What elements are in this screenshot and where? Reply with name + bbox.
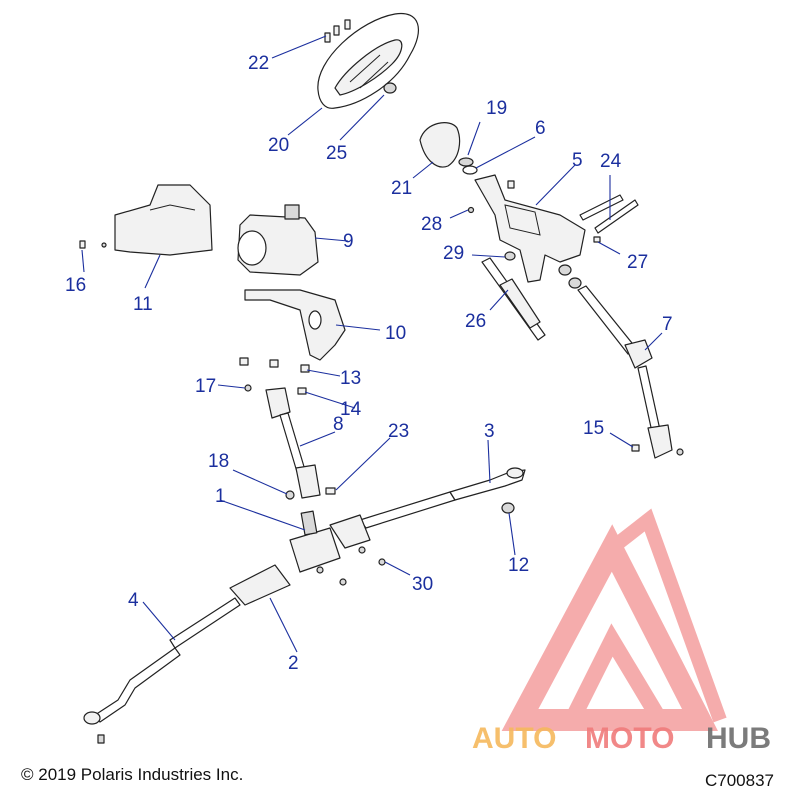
callout-15: 15 xyxy=(583,418,604,439)
callouts: 1 2 3 4 5 6 7 8 9 10 11 12 13 14 15 16 1… xyxy=(65,53,673,674)
callout-11: 11 xyxy=(133,294,153,315)
nut-18 xyxy=(285,490,295,500)
callout-7: 7 xyxy=(662,314,673,335)
callout-27: 27 xyxy=(627,252,648,273)
callout-8: 8 xyxy=(333,414,344,435)
nut-17 xyxy=(244,384,252,392)
callout-4: 4 xyxy=(128,590,139,611)
bolt-14 xyxy=(297,387,307,395)
bolt-15 xyxy=(631,444,640,452)
nut-12 xyxy=(501,502,515,514)
watermark-moto: MOTO xyxy=(585,722,674,755)
nut-15b xyxy=(676,448,684,456)
bolts-13 xyxy=(239,357,310,373)
nut-29 xyxy=(504,251,516,261)
callout-1: 1 xyxy=(215,486,226,507)
cover-11 xyxy=(114,184,213,256)
screw-5b xyxy=(507,180,515,189)
washer-16 xyxy=(101,242,107,248)
callout-30: 30 xyxy=(412,574,433,595)
callout-22: 22 xyxy=(248,53,269,74)
callout-12: 12 xyxy=(508,555,529,576)
callout-20: 20 xyxy=(268,135,289,156)
steering-rack xyxy=(169,491,456,649)
steering-wheel xyxy=(317,12,419,109)
seal-6 xyxy=(462,165,478,175)
diagram-code: C700837 xyxy=(705,771,775,790)
callout-26: 26 xyxy=(465,311,486,332)
gas-strut-26 xyxy=(481,257,546,341)
callout-18: 18 xyxy=(208,451,229,472)
callout-14: 14 xyxy=(340,399,362,420)
column-bracket-5 xyxy=(474,174,586,289)
pin-28 xyxy=(467,206,475,214)
tie-rod-4 xyxy=(83,647,181,744)
callout-16: 16 xyxy=(65,275,86,296)
callout-17: 17 xyxy=(195,376,216,397)
watermark-logo xyxy=(501,508,727,731)
nut-25 xyxy=(383,82,397,94)
watermark-hub: HUB xyxy=(706,722,771,755)
callout-9: 9 xyxy=(343,231,354,252)
callout-6: 6 xyxy=(535,118,546,139)
callout-24: 24 xyxy=(600,151,622,172)
eps-unit-9 xyxy=(237,204,319,276)
bracket-10 xyxy=(244,289,346,361)
screws-22 xyxy=(324,19,351,43)
callout-28: 28 xyxy=(421,214,442,235)
watermark-text: AUTO MOTO HUB xyxy=(472,722,771,755)
callout-21: 21 xyxy=(391,178,412,199)
callout-2: 2 xyxy=(288,653,299,674)
bolt-23 xyxy=(325,487,336,495)
screw-16 xyxy=(79,240,86,249)
nuts-30 xyxy=(316,546,386,586)
ring-19 xyxy=(458,157,474,167)
steering-shaft-7 xyxy=(577,285,673,459)
callout-13: 13 xyxy=(340,368,361,389)
callout-23: 23 xyxy=(388,421,409,442)
callout-25: 25 xyxy=(326,143,347,164)
screw-27 xyxy=(593,236,601,243)
leader-lines xyxy=(81,35,663,653)
intermediate-shaft-8 xyxy=(265,387,321,499)
cover-21 xyxy=(419,122,461,168)
copyright-text: © 2019 Polaris Industries Inc. xyxy=(21,765,244,784)
callout-5: 5 xyxy=(572,150,583,171)
callout-19: 19 xyxy=(486,98,507,119)
callout-3: 3 xyxy=(484,421,495,442)
tie-rod-end-3 xyxy=(449,467,526,501)
callout-29: 29 xyxy=(443,243,464,264)
callout-10: 10 xyxy=(385,323,406,344)
watermark-auto: AUTO xyxy=(472,722,556,755)
bolts-24 xyxy=(579,194,639,234)
